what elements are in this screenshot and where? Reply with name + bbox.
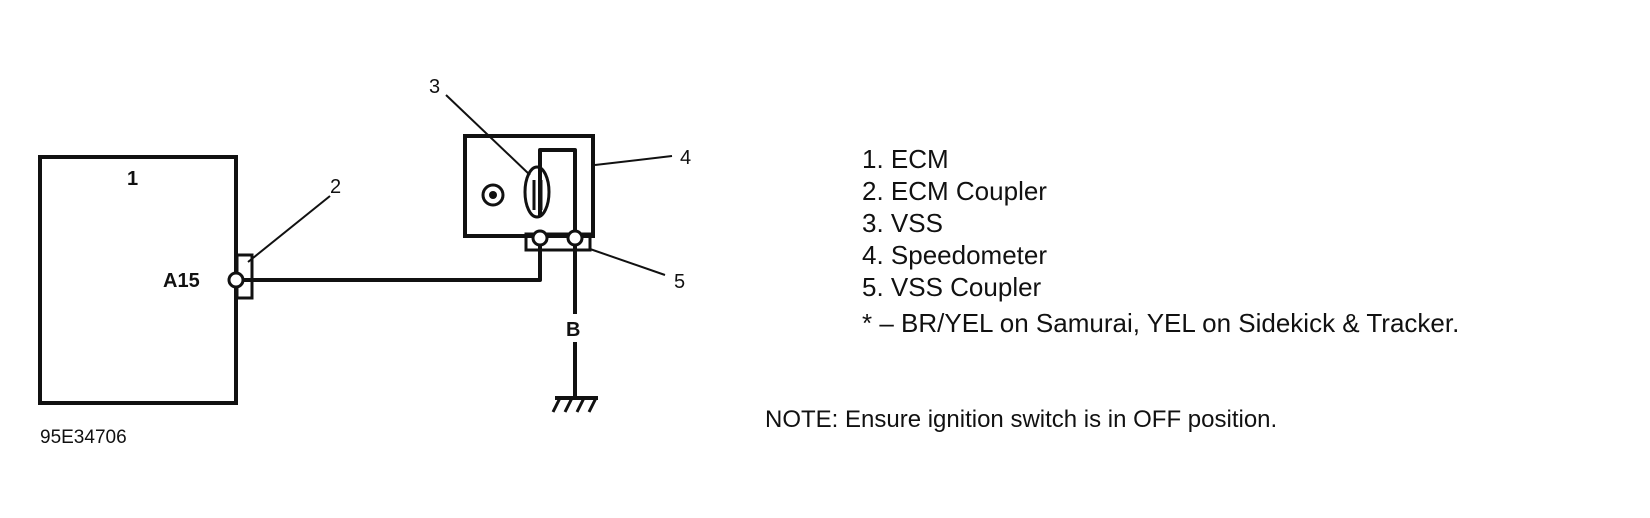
- callout-5-leader: [589, 248, 666, 276]
- speedometer-internal-wire: [538, 148, 577, 235]
- terminal-label-a15: A15: [163, 270, 200, 292]
- legend: 1. ECM 2. ECM Coupler 3. VSS 4. Speedome…: [862, 143, 1459, 339]
- ecm-coupler-terminal: [227, 271, 245, 289]
- ground-wire-label-gap: [562, 314, 588, 342]
- speedometer-box: [463, 134, 595, 238]
- vss-coupler-terminal-2: [566, 229, 584, 247]
- legend-item-ecm-coupler: 2. ECM Coupler: [862, 176, 1047, 206]
- callout-3-leader: [445, 94, 531, 176]
- legend-item-vss-coupler: 5. VSS Coupler: [862, 272, 1042, 302]
- signal-wire: [243, 235, 542, 282]
- callout-2-leader: [247, 195, 331, 263]
- wire-label-b-text: B: [566, 319, 580, 341]
- callout-1: 1: [127, 168, 138, 190]
- speedometer-dial-icon: [481, 183, 505, 207]
- figure-id: 95E34706: [40, 427, 127, 448]
- callout-3: 3: [429, 76, 440, 98]
- callout-4: 4: [680, 147, 691, 169]
- ground-icon: [551, 396, 598, 413]
- speedometer-dial-center: [489, 191, 497, 199]
- callout-4-leader: [594, 155, 673, 166]
- vss-sensor: [523, 165, 551, 219]
- legend-item-vss: 3. VSS: [862, 208, 943, 238]
- vss-coupler: [524, 232, 592, 252]
- vss-coupler-terminal-1: [531, 229, 549, 247]
- callout-5: 5: [674, 271, 685, 293]
- note: NOTE: Ensure ignition switch is in OFF p…: [765, 406, 1278, 433]
- legend-footnote: * – BR/YEL on Samurai, YEL on Sidekick &…: [862, 308, 1460, 338]
- ecm-box: [38, 155, 238, 405]
- legend-item-ecm: 1. ECM: [862, 144, 949, 174]
- callout-2: 2: [330, 176, 341, 198]
- legend-item-speedometer: 4. Speedometer: [862, 240, 1048, 270]
